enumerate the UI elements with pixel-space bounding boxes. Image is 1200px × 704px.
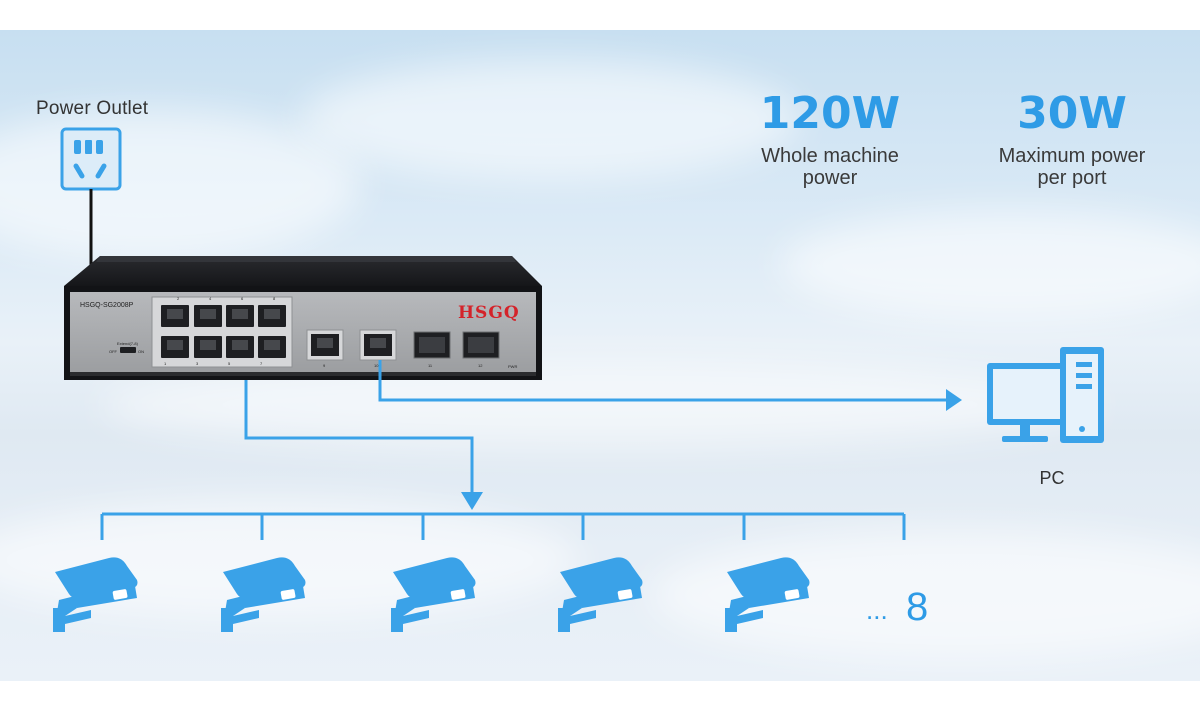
port-power-value: 30W: [1017, 88, 1127, 139]
caption-line: per port: [1037, 167, 1107, 189]
switch-off-label: OFF: [109, 349, 118, 354]
port-number: 4: [209, 296, 212, 301]
connection-lines: [100, 360, 950, 540]
arrow-to-cameras: [461, 492, 483, 510]
camera-count: 8: [906, 585, 929, 629]
cloud: [780, 210, 1200, 320]
port-number: 1: [164, 361, 167, 366]
port-number: 5: [228, 361, 231, 366]
camera-icon: [725, 557, 810, 632]
pc-link: [378, 360, 950, 402]
switch-model-label: HSGQ-SG2008P: [80, 302, 134, 309]
port-number: 10: [374, 363, 379, 368]
cloud: [300, 60, 800, 180]
port-number: 8: [273, 296, 276, 301]
power-outlet-label: Power Outlet: [36, 98, 149, 119]
port-number: 2: [177, 296, 180, 301]
camera-icon: [558, 557, 643, 632]
camera-trunk: [244, 380, 474, 496]
port-number: 7: [260, 361, 263, 366]
sky-background: [0, 30, 1200, 681]
switch-brand-logo: HSGQ: [458, 303, 520, 323]
port-power-caption: Maximum power per port: [972, 145, 1172, 189]
switch-on-label: ON: [138, 349, 144, 354]
caption-line: power: [802, 167, 858, 189]
power-outlet-icon: [60, 127, 122, 191]
port-number: 11: [428, 363, 433, 368]
camera-icon: [221, 557, 306, 632]
arrow-to-pc: [946, 389, 962, 411]
total-power-value: 120W: [759, 88, 901, 139]
pc-label: PC: [1039, 468, 1065, 488]
switch-extend-label: Extend(7-8): [117, 341, 139, 346]
camera-icon: [53, 557, 138, 632]
port-number: 12: [478, 363, 483, 368]
caption-line: Maximum power: [998, 145, 1146, 167]
poe-switch: [64, 256, 542, 380]
switch-pwr-label: PWR: [508, 364, 517, 369]
cloud: [650, 530, 1200, 660]
caption-line: Whole machine: [761, 145, 899, 167]
port-number: 9: [323, 363, 326, 368]
camera-icon: [391, 557, 476, 632]
cloud: [0, 110, 360, 260]
port-number: 3: [196, 361, 199, 366]
camera-ellipsis: ...: [866, 595, 888, 625]
port-number: 6: [241, 296, 244, 301]
pc-icon: [987, 347, 1104, 443]
total-power-caption: Whole machine power: [730, 145, 930, 189]
